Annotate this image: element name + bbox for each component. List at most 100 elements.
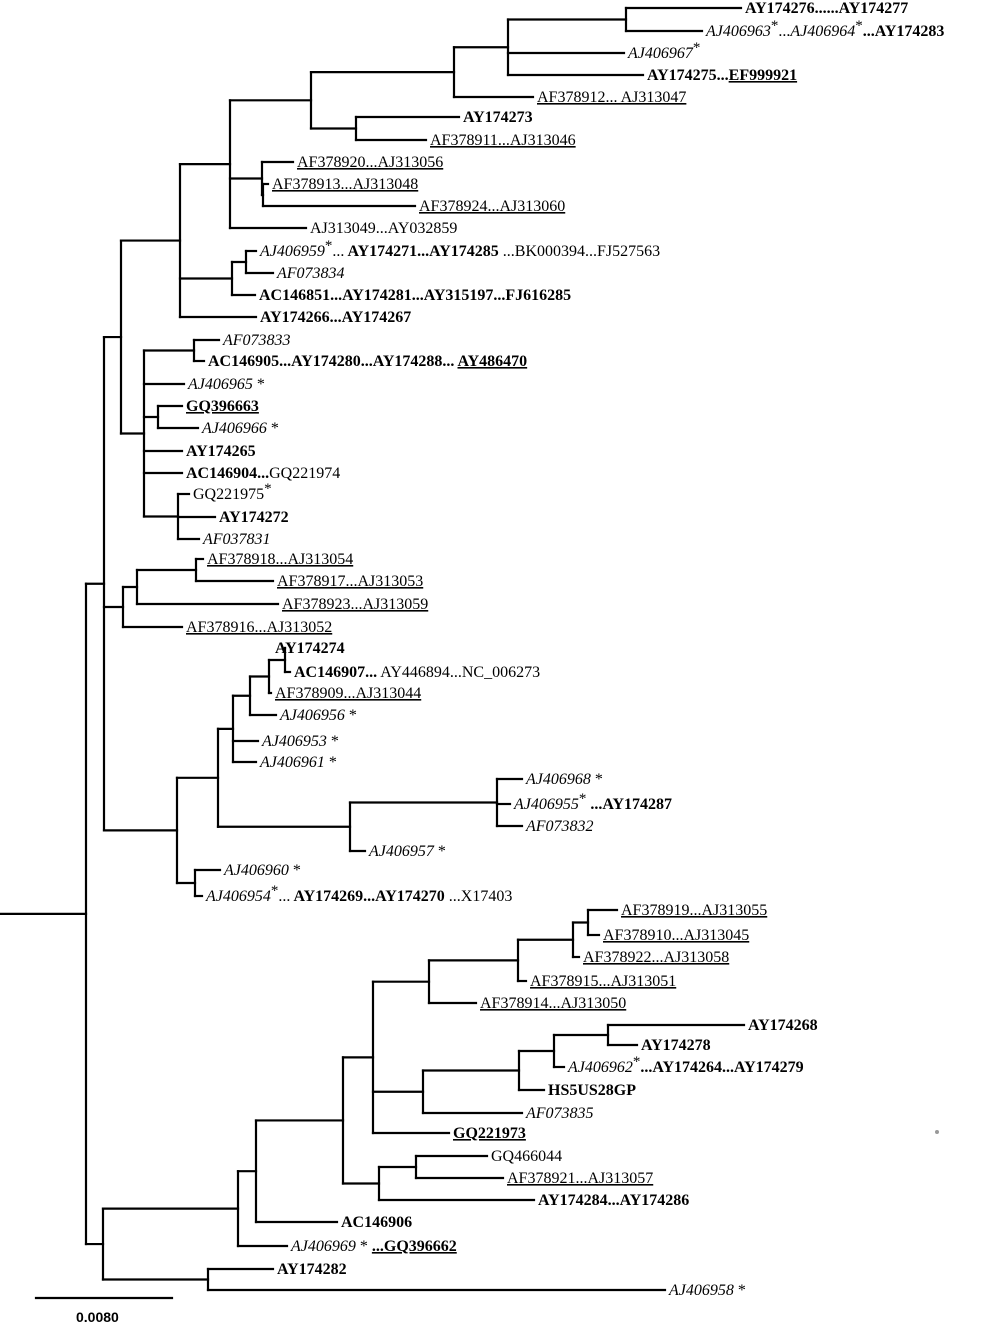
- leaf-label-segment: *: [289, 862, 301, 879]
- leaf-label: AF378917...AJ313053: [277, 573, 423, 590]
- asterisk-mark: *: [633, 1054, 641, 1070]
- leaf-label-segment: AY446894...NC_006273: [377, 664, 540, 681]
- leaf-label-segment: AF378923...AJ313059: [282, 596, 428, 613]
- leaf-label-segment: *: [734, 1282, 746, 1299]
- leaf-label-segment: ...AY174264...AY174279: [640, 1059, 803, 1076]
- leaf-label: AJ406967*: [627, 40, 700, 62]
- leaf-label-segment: AY174269...AY174270: [290, 888, 444, 905]
- leaf-label: AJ406962*...AY174264...AY174279: [567, 1054, 804, 1076]
- leaf-label-segment: AJ406960: [223, 862, 289, 879]
- leaf-label-segment: AF037831: [202, 531, 271, 548]
- leaf-label: AF073835: [525, 1105, 594, 1122]
- leaf-label-segment: AC146904...: [186, 465, 269, 482]
- leaf-label-segment: AJ406962: [567, 1059, 633, 1076]
- leaf-label: AF378911...AJ313046: [430, 132, 576, 149]
- leaf-label: AF378910...AJ313045: [603, 927, 749, 944]
- scale-bar: 0.0080: [34, 1296, 174, 1325]
- asterisk-mark: *: [325, 238, 333, 254]
- leaf-label-segment: AF378914...AJ313050: [480, 995, 626, 1012]
- leaf-label-segment: ...: [332, 243, 344, 260]
- leaf-labels: AY174276......AY174277AJ406963*...AJ4069…: [186, 0, 944, 1299]
- leaf-label-segment: AJ406961: [259, 754, 325, 771]
- leaf-label-segment: GQ466044: [491, 1148, 562, 1165]
- leaf-label: AC146907... AY446894...NC_006273: [294, 664, 540, 681]
- leaf-label-segment: GQ221974: [269, 465, 340, 482]
- leaf-label-segment: AC146906: [341, 1214, 412, 1231]
- leaf-label-segment: ...AY174287: [586, 796, 672, 813]
- leaf-label-segment: AJ406954: [205, 888, 271, 905]
- leaf-label-segment: AF378917...AJ313053: [277, 573, 423, 590]
- leaf-label-segment: HS5US28GP: [548, 1082, 636, 1099]
- leaf-label: AF378920...AJ313056: [297, 154, 443, 171]
- leaf-label: AF378914...AJ313050: [480, 995, 626, 1012]
- leaf-label: AJ406969 * ...GQ396662: [290, 1238, 457, 1255]
- leaf-label: AJ406954*... AY174269...AY174270 ...X174…: [205, 883, 512, 905]
- leaf-label-segment: *: [253, 376, 265, 393]
- leaf-label-segment: EF999921: [729, 67, 797, 84]
- scale-bar-label: 0.0080: [76, 1309, 119, 1325]
- asterisk-mark: *: [693, 40, 701, 56]
- leaf-label: AJ406965 *: [187, 376, 265, 393]
- leaf-label: AY174284...AY174286: [538, 1192, 689, 1209]
- leaf-label-segment: AF073835: [525, 1105, 594, 1122]
- leaf-label-segment: AF073834: [276, 265, 345, 282]
- asterisk-mark: *: [579, 791, 587, 807]
- leaf-label: AY174273: [463, 109, 533, 126]
- leaf-label: AF378923...AJ313059: [282, 596, 428, 613]
- leaf-label: AJ406963*...AJ406964*...AY174283: [705, 18, 944, 40]
- leaf-label: AF378922...AJ313058: [583, 949, 729, 966]
- leaf-label: AJ406953 *: [261, 733, 339, 750]
- leaf-label-segment: AF378915...AJ313051: [530, 973, 676, 990]
- leaf-label: AJ406959*... AY174271...AY174285 ...BK00…: [259, 238, 660, 260]
- leaf-label: AC146906: [341, 1214, 412, 1231]
- leaf-label: AF378915...AJ313051: [530, 973, 676, 990]
- leaf-label-segment: AJ406958: [668, 1282, 734, 1299]
- leaf-label: GQ221973: [453, 1125, 526, 1142]
- leaf-label: AF073832: [525, 818, 594, 835]
- leaf-label: AJ406955* ...AY174287: [513, 791, 672, 813]
- leaf-label-segment: AF073833: [222, 332, 291, 349]
- leaf-label-segment: AJ406953: [261, 733, 327, 750]
- leaf-label: AY174272: [219, 509, 289, 526]
- leaf-label-segment: AJ406966: [201, 420, 267, 437]
- leaf-label-segment: AY174278: [641, 1037, 711, 1054]
- leaf-label-segment: AY174274: [275, 640, 345, 657]
- leaf-label-segment: AC146905...AY174280...AY174288...: [208, 353, 458, 370]
- leaf-label: AJ406957 *: [368, 843, 446, 860]
- leaf-label-segment: AF378911...AJ313046: [430, 132, 576, 149]
- leaf-label: HS5US28GP: [548, 1082, 636, 1099]
- leaf-label-segment: AJ313049...AY032859: [310, 220, 457, 237]
- leaf-label-segment: ...BK000394...FJ527563: [499, 243, 660, 260]
- asterisk-mark: *: [271, 883, 279, 899]
- leaf-label: GQ221975*: [193, 481, 272, 503]
- leaf-label-segment: AJ406957: [368, 843, 435, 860]
- leaf-label-segment: *: [267, 420, 279, 437]
- leaf-label-segment: AY174265: [186, 443, 256, 460]
- leaf-label-segment: AJ406968: [525, 771, 591, 788]
- leaf-label-segment: AF378909...AJ313044: [275, 685, 421, 702]
- leaf-label-segment: AY174266...AY174267: [260, 309, 411, 326]
- leaf-label: AJ406968 *: [525, 771, 603, 788]
- speck-dot: [935, 1130, 939, 1134]
- leaf-label-segment: AF378919...AJ313055: [621, 902, 767, 919]
- leaf-label-segment: AY486470: [458, 353, 528, 370]
- leaf-label-segment: AJ406955: [513, 796, 579, 813]
- asterisk-mark: *: [771, 18, 779, 34]
- leaf-label-segment: AF073832: [525, 818, 594, 835]
- leaf-label-segment: ...: [278, 888, 290, 905]
- leaf-label-segment: AJ406967: [627, 45, 694, 62]
- leaf-label: AJ406966 *: [201, 420, 279, 437]
- leaf-label-segment: *: [325, 754, 337, 771]
- leaf-label-segment: GQ396663: [186, 398, 259, 415]
- leaf-label-segment: *: [434, 843, 446, 860]
- leaf-label: AY174282: [277, 1261, 347, 1278]
- leaf-label-segment: AY174284...AY174286: [538, 1192, 689, 1209]
- leaf-label: AC146851...AY174281...AY315197...FJ61628…: [259, 287, 571, 304]
- leaf-label-segment: ...AY174283: [863, 23, 945, 40]
- leaf-label-segment: GQ221975: [193, 486, 264, 503]
- leaf-label-segment: AY174275...: [647, 67, 729, 84]
- leaf-label-segment: AF378916...AJ313052: [186, 619, 332, 636]
- leaf-label: AC146905...AY174280...AY174288... AY4864…: [208, 353, 527, 370]
- leaf-label: AJ406958 *: [668, 1282, 746, 1299]
- leaf-label: GQ466044: [491, 1148, 562, 1165]
